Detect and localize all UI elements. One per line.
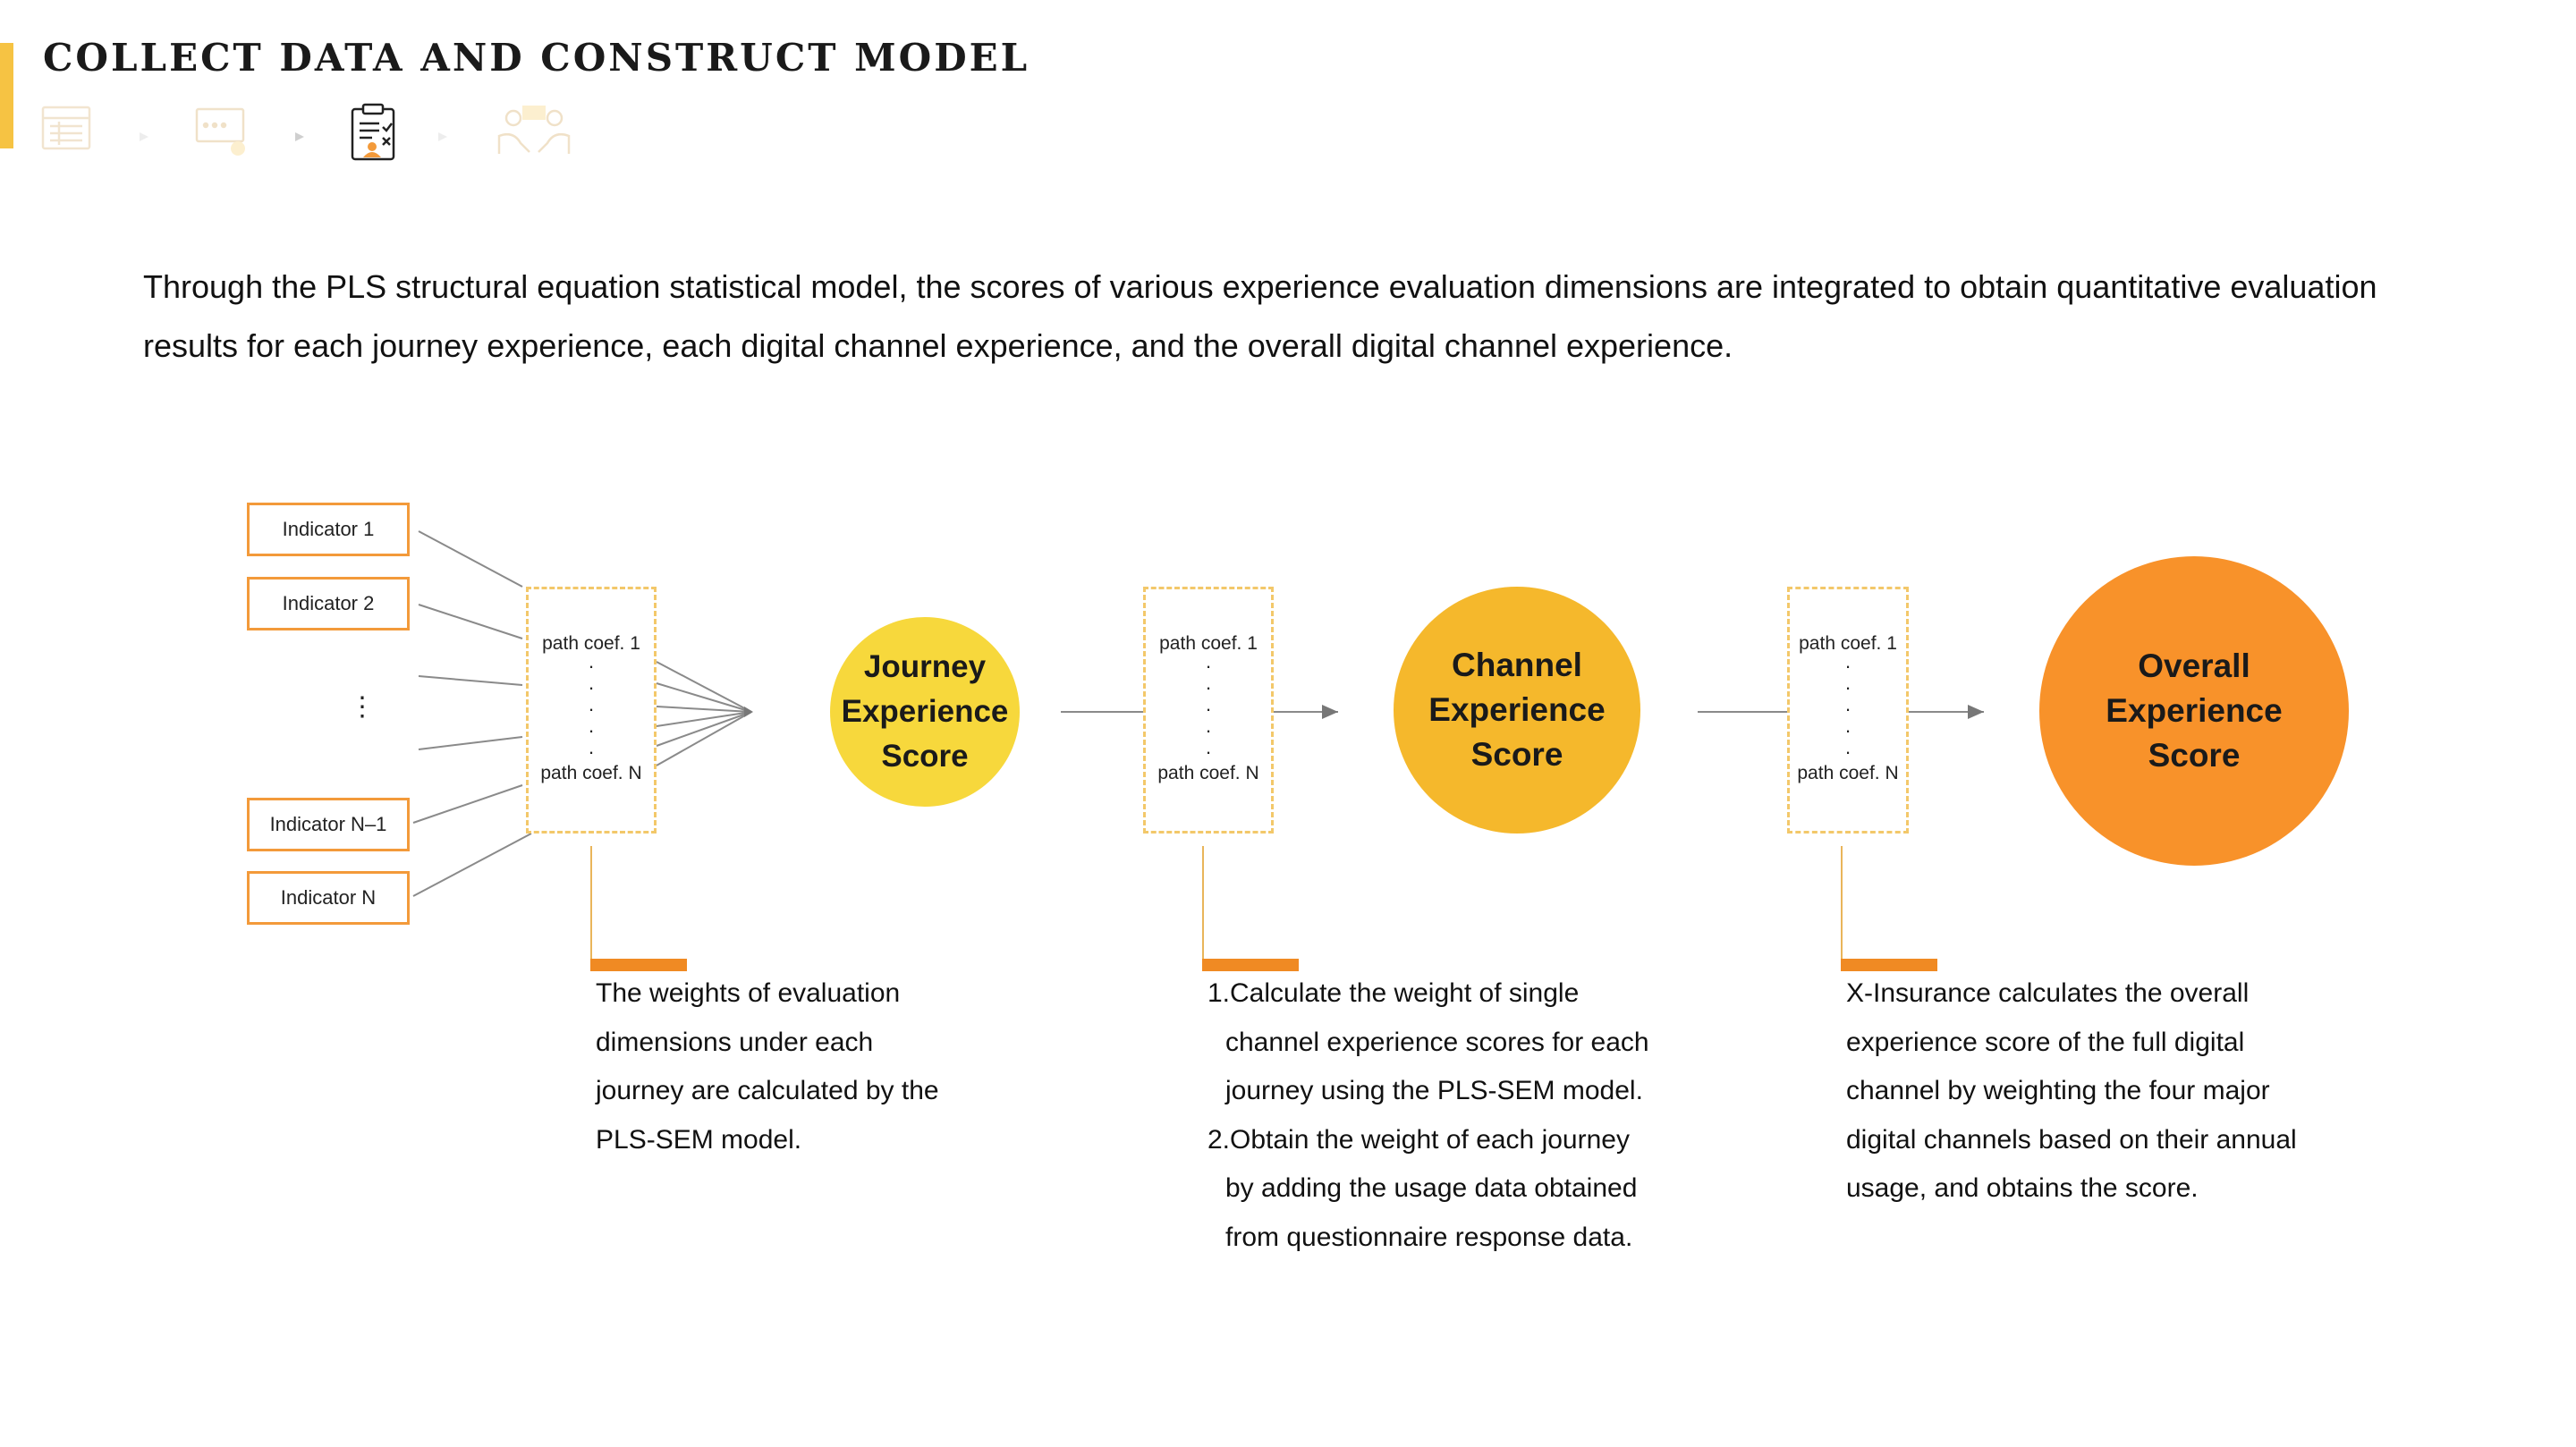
desc-connector-1 (590, 846, 592, 964)
description-channel: 1.Calculate the weight of single channel… (1208, 978, 1649, 1252)
description-journey: The weights of evaluation dimensions und… (596, 978, 939, 1155)
fan-line-5 (656, 711, 752, 747)
indicator-line-2 (418, 604, 523, 639)
fan-line-2 (656, 682, 752, 713)
indicator-line-1 (418, 530, 523, 588)
process-steps (41, 103, 571, 161)
indicator-box-2: Indicator 2 (247, 577, 410, 630)
meeting-icon (497, 106, 571, 154)
indicator-box-1: Indicator 1 (247, 503, 410, 556)
desc-tab-1 (590, 959, 687, 971)
desc-tab-2 (1202, 959, 1299, 971)
path-coef-first-2: path coef. 1 (1159, 633, 1258, 654)
fan-line-4 (656, 711, 752, 727)
step-arrow-2 (295, 132, 304, 141)
indicator-line-4 (418, 736, 523, 750)
title-accent-bar (0, 43, 13, 148)
description-overall: X-Insurance calculates the overall exper… (1846, 978, 2297, 1203)
indicator-line-3 (418, 675, 523, 686)
path-coef-last-3: path coef. N (1797, 763, 1899, 783)
path-coef-box-2 (1143, 587, 1274, 834)
step-arrow-3 (438, 132, 447, 141)
path-coef-dots-2: ..... (1205, 650, 1212, 758)
clipboard-checklist-icon (351, 103, 395, 161)
indicator-line-5 (412, 784, 523, 824)
path-coef-box-3 (1787, 587, 1909, 834)
path-coef-last-1: path coef. N (540, 763, 642, 783)
fan-line-3 (656, 706, 752, 713)
desc-connector-2 (1202, 846, 1204, 964)
intro-paragraph: Through the PLS structural equation stat… (143, 268, 2377, 364)
path-coef-first-1: path coef. 1 (542, 633, 640, 654)
path-coef-box-1 (526, 587, 657, 834)
desc-tab-3 (1841, 959, 1937, 971)
path-coef-last-2: path coef. N (1157, 763, 1259, 783)
path-coef-first-3: path coef. 1 (1799, 633, 1897, 654)
form-icon (41, 106, 91, 150)
fan-line-6 (656, 711, 752, 766)
indicator-box-n-minus-1: Indicator N–1 (247, 798, 410, 851)
indicator-box-n: Indicator N (247, 871, 410, 925)
indicator-ellipsis: ⋮ (349, 692, 376, 722)
step-arrow-1 (140, 132, 148, 141)
screen-touch-icon (195, 107, 245, 156)
fan-line-1 (656, 661, 752, 713)
page-title: COLLECT DATA AND CONSTRUCT MODEL (43, 36, 1030, 80)
path-coef-dots-1: ..... (588, 650, 595, 758)
desc-connector-3 (1841, 846, 1843, 964)
indicator-line-6 (412, 833, 532, 897)
path-coef-dots-3: ..... (1844, 650, 1852, 758)
fan-arrowhead (744, 707, 753, 717)
